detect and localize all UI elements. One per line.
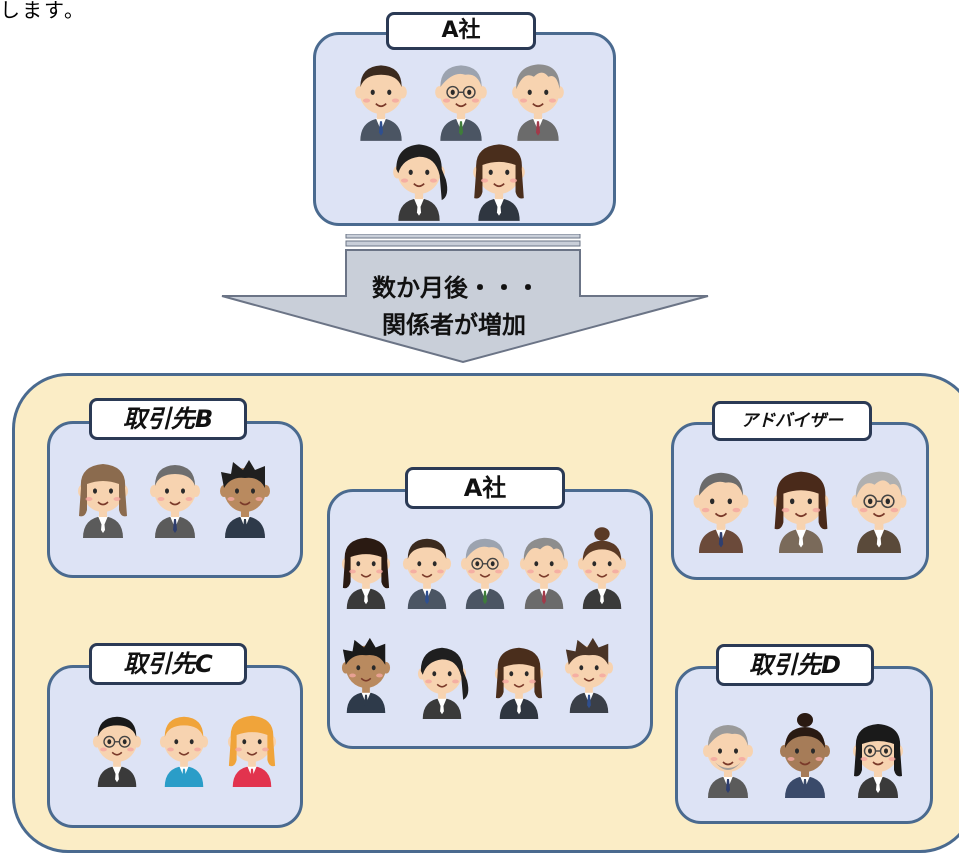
group-label-client-b: 取引先B [89, 398, 247, 440]
person-icon [341, 537, 391, 609]
person-icon [393, 144, 448, 221]
person-icon [494, 647, 544, 719]
person-icon [577, 527, 627, 609]
group-label-advisor: アドバイザー [712, 401, 872, 441]
person-icon [564, 637, 614, 713]
person-icon [341, 637, 391, 713]
intro-text-fragment: します。 [0, 0, 86, 22]
person-icon [473, 144, 525, 221]
person-icon [512, 64, 564, 141]
person-icon [402, 538, 452, 609]
person-icon [150, 465, 200, 538]
person-icon [693, 472, 749, 553]
person-icon [220, 460, 270, 538]
person-icon [92, 716, 142, 787]
person-icon [227, 715, 277, 787]
person-icon [78, 464, 128, 538]
person-icon [460, 538, 510, 609]
person-icon [773, 471, 829, 553]
group-label-client-c: 取引先C [89, 643, 247, 685]
person-icon [435, 65, 487, 141]
person-icon [159, 716, 209, 787]
arrow-text-line-2: 関係者が増加 [382, 311, 526, 339]
group-label-a-company-before: A社 [386, 12, 536, 50]
down-arrow [221, 234, 709, 364]
person-icon [780, 713, 830, 798]
person-icon [851, 471, 907, 553]
person-icon [519, 537, 569, 609]
group-label-a-company-after: A社 [405, 467, 565, 509]
group-label-client-d: 取引先D [716, 644, 874, 686]
person-icon [853, 724, 903, 798]
person-icon [355, 65, 407, 141]
person-icon [703, 725, 753, 798]
arrow-text-line-1: 数か月後・・・ [372, 274, 540, 302]
person-icon [417, 647, 469, 719]
